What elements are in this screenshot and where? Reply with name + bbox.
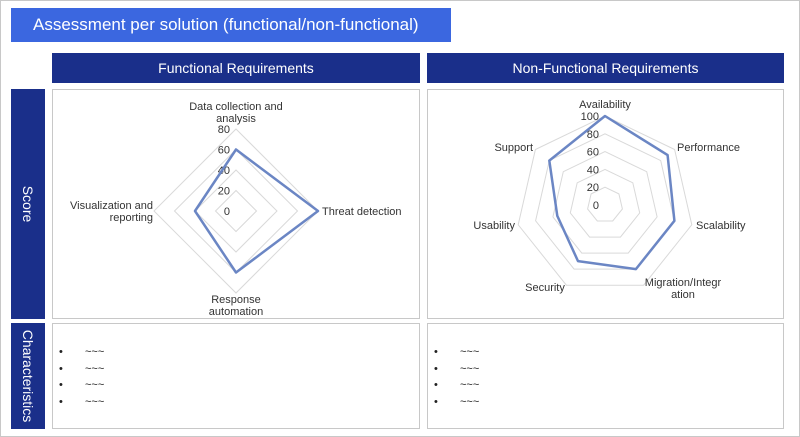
radar-grid-ring xyxy=(153,128,319,294)
radar-tick-label: 20 xyxy=(587,182,599,194)
bullet-icon: • xyxy=(434,379,438,391)
functional-characteristics-cell: • ~~~ • ~~~ • ~~~ • ~~~ xyxy=(52,323,420,429)
radar-tick-label: 60 xyxy=(587,147,599,159)
radar-series-line xyxy=(193,148,320,274)
row-header-score: Score xyxy=(11,89,45,319)
list-item: • ~~~ xyxy=(432,377,479,394)
row-header-score-label: Score xyxy=(20,185,36,223)
radar-tick-label: 20 xyxy=(218,186,230,198)
radar-grid-ring xyxy=(173,148,299,274)
list-item: • ~~~ xyxy=(432,344,479,361)
non-functional-radar-chart: 0 20 40 60 80 100AvailabilityPerformanceScala… xyxy=(473,99,746,301)
page-title: Assessment per solution (functional/non-… xyxy=(11,8,451,42)
column-header-functional: Functional Requirements xyxy=(52,53,420,83)
list-item: • ~~~ xyxy=(57,377,104,394)
list-item: • ~~~ xyxy=(57,394,104,411)
radar-category-label: Usability xyxy=(473,220,515,232)
radar-tick-label: 40 xyxy=(587,164,599,176)
non-functional-characteristics-list: • ~~~ • ~~~ • ~~~ • ~~~ xyxy=(432,344,479,410)
radar-grid-ring xyxy=(552,151,658,254)
radar-tick-label: 80 xyxy=(587,129,599,141)
row-header-characteristics-label: Characteristics xyxy=(20,329,36,423)
list-item-text: ~~~ xyxy=(85,395,105,408)
radar-category-label: Availability xyxy=(579,99,631,111)
non-functional-characteristics-cell: • ~~~ • ~~~ • ~~~ • ~~~ xyxy=(427,323,784,429)
radar-grid-ring xyxy=(587,186,623,222)
radar-tick-label: 0 xyxy=(593,200,599,212)
functional-characteristics-list: • ~~~ • ~~~ • ~~~ • ~~~ xyxy=(57,344,104,410)
row-header-characteristics: Characteristics xyxy=(11,323,45,429)
radar-grid-ring xyxy=(214,189,258,233)
bullet-icon: • xyxy=(59,395,63,408)
radar-category-label: Support xyxy=(494,142,533,154)
bullet-icon: • xyxy=(59,362,63,375)
radar-series-line xyxy=(548,114,676,271)
radar-tick-label: 0 xyxy=(224,206,230,218)
radar-category-label: Threat detection xyxy=(322,206,402,218)
bullet-icon: • xyxy=(59,379,63,391)
radar-grid-ring xyxy=(194,169,278,253)
list-item-text: ~~~ xyxy=(460,346,480,358)
radar-grid-ring xyxy=(517,115,693,286)
list-item-text: ~~~ xyxy=(85,346,105,358)
list-item: • ~~~ xyxy=(432,394,479,411)
list-item-text: ~~~ xyxy=(460,379,480,391)
list-item: • ~~~ xyxy=(57,361,104,378)
list-item: • ~~~ xyxy=(432,361,479,378)
list-item-text: ~~~ xyxy=(85,379,105,391)
bullet-icon: • xyxy=(434,346,438,358)
list-item: • ~~~ xyxy=(57,344,104,361)
radar-grid-ring xyxy=(535,133,675,270)
list-item-text: ~~~ xyxy=(460,362,480,375)
radar-category-label: Scalability xyxy=(696,220,746,232)
list-item-text: ~~~ xyxy=(460,395,480,408)
radar-tick-label: 60 xyxy=(218,145,230,157)
bullet-icon: • xyxy=(59,346,63,358)
radar-tick-label: 80 xyxy=(218,124,230,136)
bullet-icon: • xyxy=(434,395,438,408)
bullet-icon: • xyxy=(434,362,438,375)
radar-category-label: Performance xyxy=(677,142,740,154)
column-header-non-functional: Non-Functional Requirements xyxy=(427,53,784,83)
radar-grid-ring xyxy=(569,168,641,238)
list-item-text: ~~~ xyxy=(85,362,105,375)
radar-category-label: Security xyxy=(525,282,565,294)
radar-tick-label: 100 xyxy=(581,111,599,123)
